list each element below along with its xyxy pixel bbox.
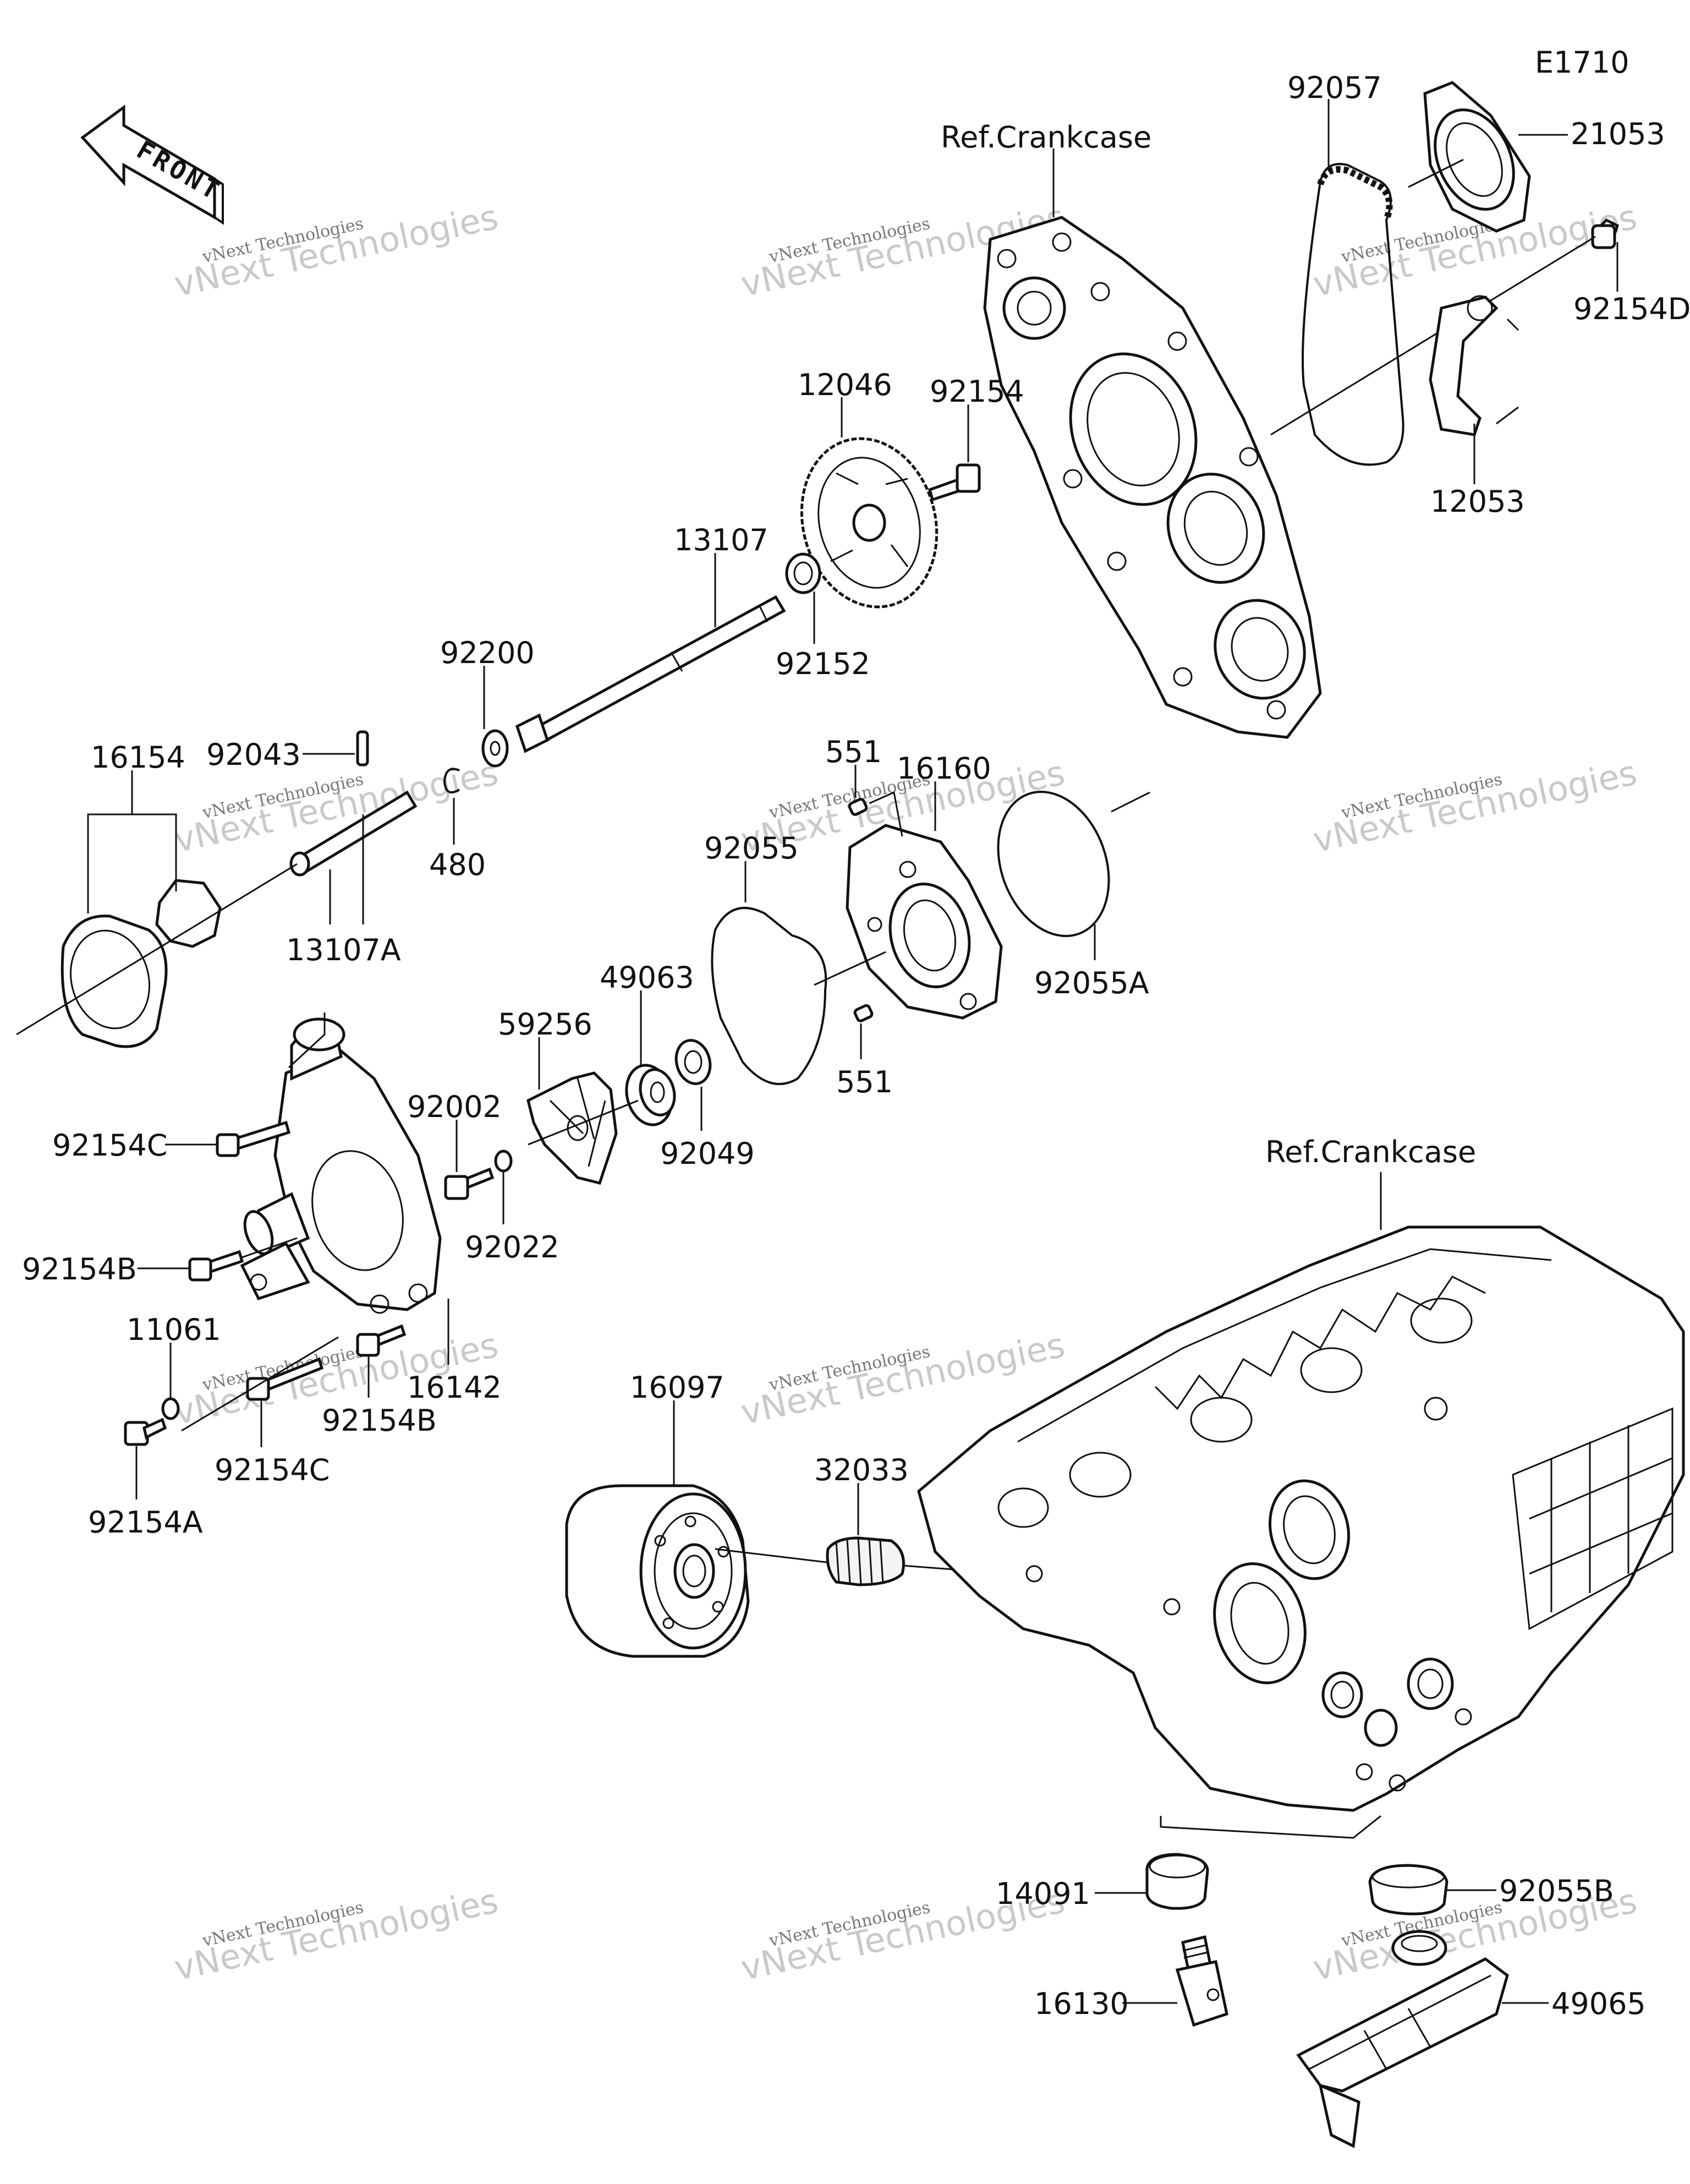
part-label-49063: 49063: [600, 960, 694, 995]
part-11061: [161, 1397, 180, 1420]
part-label-480: 480: [429, 847, 486, 882]
part-label-92152: 92152: [776, 647, 870, 681]
part-label-13107: 13107: [674, 523, 769, 557]
part-13107: [515, 595, 786, 753]
part-label-92154B-right: 92154B: [322, 1403, 437, 1438]
part-label-92154C-top: 92154C: [52, 1128, 168, 1163]
part-label-12053: 12053: [1430, 484, 1525, 519]
ref-crankcase-upper-label: Ref.Crankcase: [941, 120, 1151, 155]
part-label-12046: 12046: [798, 368, 892, 402]
cam-chain-92057: [1302, 163, 1404, 466]
part-label-16160: 16160: [897, 751, 991, 786]
part-92154A: [124, 1417, 167, 1446]
part-label-92055: 92055: [704, 831, 799, 866]
part-label-92200: 92200: [440, 636, 535, 670]
part-label-14091: 14091: [996, 1876, 1090, 1911]
part-12046: [800, 437, 939, 609]
part-92154B-left: [188, 1250, 244, 1282]
part-label-16130: 16130: [1034, 1986, 1129, 2021]
part-label-49065: 49065: [1551, 1986, 1646, 2021]
part-92154D: [1591, 218, 1620, 249]
part-label-16154: 16154: [91, 740, 185, 775]
part-label-11061: 11061: [127, 1312, 221, 1347]
part-label-92002: 92002: [407, 1090, 502, 1124]
part-92200: [481, 729, 509, 768]
part-label-92154A: 92154A: [88, 1505, 203, 1540]
watermark: vNext Technologies vNext Technologies: [1309, 752, 1640, 860]
part-92154: [928, 463, 981, 502]
part-92154C-top: [216, 1120, 291, 1157]
part-label-92049: 92049: [660, 1136, 755, 1171]
part-label-92057: 92057: [1287, 70, 1382, 105]
watermark: vNext Technologies vNext Technologies: [171, 196, 501, 304]
part-label-92154C-bottom: 92154C: [215, 1453, 330, 1487]
front-arrow: FRONT: [80, 105, 227, 225]
part-92022: [494, 1150, 513, 1173]
part-label-92154B-left: 92154B: [22, 1252, 137, 1287]
part-label-92055A: 92055A: [1034, 966, 1149, 1000]
diagram-code: E1710: [1535, 45, 1629, 80]
part-label-92043: 92043: [206, 737, 301, 772]
part-92055: [711, 907, 827, 1085]
part-label-16142: 16142: [407, 1370, 502, 1405]
part-label-13107A: 13107A: [286, 933, 401, 967]
part-92055B: [1368, 1864, 1448, 1915]
part-label-21053: 21053: [1571, 117, 1665, 151]
part-92043: [356, 730, 369, 767]
watermark: vNext Technologies vNext Technologies: [171, 1880, 501, 1988]
part-92154B-right: [356, 1324, 407, 1357]
part-21053: [1423, 81, 1531, 233]
part-12053: [1429, 295, 1499, 436]
crankcase-cover-upper: [983, 216, 1322, 739]
part-16154: [61, 879, 222, 1048]
part-49063: [625, 1064, 676, 1126]
part-92055A: [997, 791, 1110, 937]
part-label-92055B: 92055B: [1499, 1874, 1614, 1908]
part-13107A: [289, 790, 418, 877]
part-92154C-bottom: [246, 1357, 324, 1401]
part-label-59256: 59256: [498, 1007, 592, 1042]
part-92152: [785, 552, 821, 594]
part-14091: [1145, 1853, 1209, 1910]
ref-crankcase-lower-label: Ref.Crankcase: [1265, 1135, 1476, 1169]
part-92002: [444, 1167, 495, 1200]
part-49065: [1296, 1930, 1509, 2148]
part-16097: [565, 1484, 750, 1658]
crankcase-lower: [917, 1225, 1685, 1812]
part-16130: [1175, 1935, 1228, 2027]
part-label-16097: 16097: [630, 1370, 725, 1405]
part-92049: [674, 1039, 712, 1085]
part-label-551-top: 551: [825, 735, 882, 769]
part-label-92154: 92154: [930, 374, 1024, 409]
part-label-551-bottom: 551: [836, 1065, 893, 1099]
part-label-92022: 92022: [465, 1230, 559, 1265]
part-480: [443, 768, 460, 793]
part-551-top: [848, 797, 868, 816]
part-16142: [240, 1017, 442, 1314]
part-label-92154D: 92154D: [1573, 292, 1690, 326]
front-arrow-icon: [80, 105, 216, 220]
part-551-bottom: [853, 1004, 874, 1022]
part-16160: [846, 824, 1003, 1020]
part-label-32033: 32033: [814, 1453, 909, 1487]
part-32033: [826, 1536, 905, 1586]
part-59256: [526, 1071, 618, 1185]
